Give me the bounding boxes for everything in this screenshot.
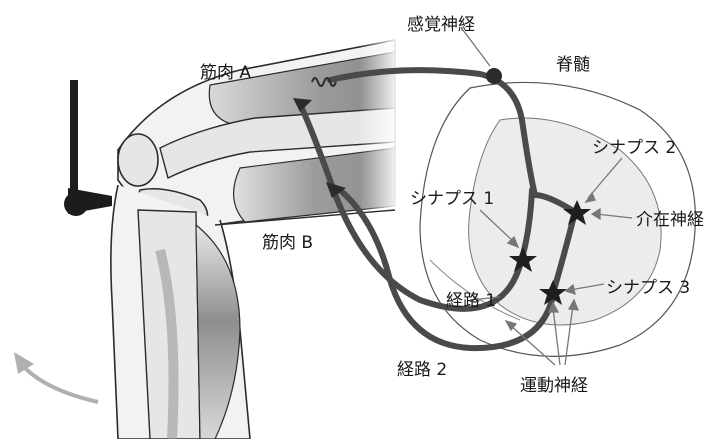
label-interneuron: 介在神経 xyxy=(636,210,704,230)
label-synapse-2: シナプス 2 xyxy=(592,138,677,158)
calf-muscle xyxy=(195,223,241,440)
leg-illustration xyxy=(110,30,400,440)
reflex-hammer xyxy=(64,80,112,216)
label-muscle-a: 筋肉 A xyxy=(200,63,252,83)
sensory-nerve-path xyxy=(327,67,578,215)
sensory-ganglion-dot xyxy=(486,68,502,84)
path-2 xyxy=(337,187,557,352)
muscle-a-arrowhead xyxy=(293,98,312,112)
fibula-shade xyxy=(155,248,179,440)
label-path-2: 経路 2 xyxy=(397,360,448,380)
label-muscle-b: 筋肉 B xyxy=(262,233,314,253)
patella-bone xyxy=(117,133,159,187)
thigh-fade xyxy=(360,30,400,220)
synapses xyxy=(509,200,591,305)
muscle-b-arrowhead xyxy=(326,182,346,198)
leader-lines xyxy=(462,29,633,366)
path-1 xyxy=(297,101,525,312)
synapse-1-star xyxy=(509,247,537,272)
synapse-2-star xyxy=(563,200,591,225)
synapse-3-star xyxy=(539,280,567,305)
label-motor-nerve: 運動神経 xyxy=(520,376,588,396)
label-synapse-3: シナプス 3 xyxy=(606,278,691,298)
label-synapse-1: シナプス 1 xyxy=(410,189,495,209)
kick-arrow xyxy=(14,352,99,404)
muscle-spindle-coil xyxy=(311,77,337,87)
label-spinal-cord: 脊髄 xyxy=(556,55,590,75)
nerve-pathways xyxy=(297,67,578,352)
label-path-1: 経路 1 xyxy=(446,291,497,311)
label-sensory-nerve: 感覚神経 xyxy=(407,15,475,35)
spinal-cord-outline xyxy=(419,81,696,357)
